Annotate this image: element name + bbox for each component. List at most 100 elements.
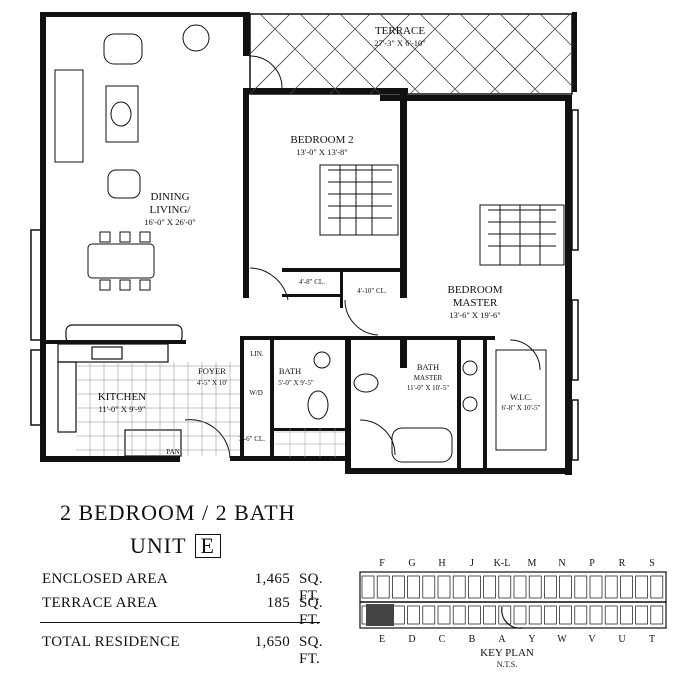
area-name: ENCLOSED AREA [42, 571, 168, 587]
key-plan-unit [650, 605, 664, 625]
door-swings [184, 55, 541, 459]
key-plan-unit [361, 575, 375, 599]
key-plan-letter: F [379, 558, 385, 569]
key-plan-building [359, 571, 667, 629]
bath-dims: 5'-0" X 9'-5" [278, 379, 314, 387]
closet-1-label: 4'-8" CL. [299, 278, 325, 286]
key-plan-unit [528, 575, 542, 599]
hall-tiles [275, 428, 345, 458]
area-name: TERRACE AREA [42, 595, 158, 611]
kitchen-dims: 11'-0" X 9'-9" [99, 404, 146, 414]
terrace-area [249, 13, 573, 95]
kitchen-tiles [76, 362, 240, 456]
key-plan-unit [452, 575, 466, 599]
key-plan-letter: Y [528, 634, 535, 645]
area-value: 1,650 [254, 634, 290, 650]
area-value: 1,465 [254, 571, 290, 587]
key-plan-unit [635, 575, 648, 599]
key-plan-unit [483, 605, 496, 625]
master-label-1: BEDROOM [447, 284, 502, 296]
key-plan-unit [650, 575, 664, 599]
washer-dryer-label: W/D [249, 389, 263, 397]
unit-code-box: E [194, 534, 221, 558]
key-plan-letter: E [379, 634, 385, 645]
key-plan-unit [422, 605, 436, 625]
key-plan-unit [392, 605, 405, 625]
key-plan-unit [422, 575, 436, 599]
terrace-dims: 27'-3" X 6'-10" [374, 38, 426, 48]
key-plan-unit [620, 575, 633, 599]
living-label: LIVING/ [150, 204, 192, 216]
key-plan-unit [498, 575, 512, 599]
key-plan-unit [574, 605, 588, 625]
wic-label: W.I.C. [510, 392, 532, 402]
unit-label: UNIT [130, 533, 187, 558]
key-plan-unit [392, 575, 405, 599]
key-plan-unit [376, 575, 390, 599]
key-plan-unit [589, 605, 603, 625]
key-plan-unit [635, 605, 648, 625]
key-plan-unit [407, 605, 420, 625]
key-plan-unit [528, 605, 542, 625]
key-plan-letter: H [438, 558, 445, 569]
master-label-2: MASTER [453, 297, 498, 309]
key-plan-unit [559, 605, 572, 625]
master-bed [479, 204, 565, 266]
key-plan-unit [589, 575, 603, 599]
kitchen-counter [57, 324, 183, 457]
foyer-dims: 4'-5" X 10' [197, 379, 227, 387]
key-plan-letter: A [498, 634, 506, 645]
key-plan-letter: R [619, 558, 626, 569]
key-plan-unit [604, 575, 618, 599]
wic-dims: 6'-8" X 10'-5" [502, 404, 541, 412]
area-unit: SQ. FT. [299, 595, 323, 628]
closet-3-label: 3'-6" CL. [239, 435, 265, 443]
key-plan-letter: M [528, 558, 537, 569]
key-plan-letter: U [618, 634, 626, 645]
key-plan-letter: J [470, 558, 474, 569]
windows [30, 109, 579, 461]
bedroom2-bed [319, 164, 399, 236]
area-name: TOTAL RESIDENCE [42, 634, 180, 650]
key-plan-letter: G [408, 558, 415, 569]
bath-master-label-2: MASTER [414, 374, 443, 382]
linen-label: LIN. [250, 350, 264, 358]
key-plan-unit [483, 575, 496, 599]
floor-plan: TERRACE 27'-3" X 6'-10" BEDROOM 2 13'-0"… [30, 12, 579, 475]
key-plan-unit [407, 575, 420, 599]
key-plan-letter: S [649, 558, 655, 569]
key-plan-letter: T [649, 634, 655, 645]
key-plan-unit [604, 605, 618, 625]
key-plan-title: KEY PLAN [480, 647, 534, 659]
key-plan-unit [574, 575, 588, 599]
interior-walls [46, 268, 495, 468]
key-plan-unit [452, 605, 466, 625]
bedroom2-label: BEDROOM 2 [290, 134, 353, 146]
key-plan-unit [544, 605, 557, 625]
key-plan-unit [544, 575, 557, 599]
key-plan-letter: B [469, 634, 476, 645]
pantry-label: PAN [166, 448, 179, 456]
exterior-walls [40, 12, 577, 475]
key-plan-highlight [366, 604, 394, 626]
dining-label: DINING [150, 191, 189, 203]
terrace-label: TERRACE [375, 25, 425, 37]
bath-master-label-1: BATH [417, 362, 439, 372]
key-plan-letter: K-L [494, 558, 511, 569]
master-dims: 13'-6" X 19'-6" [449, 310, 501, 320]
area-divider [40, 622, 320, 623]
key-plan-unit [559, 575, 572, 599]
key-plan-letter: W [557, 634, 567, 645]
closet-2-label: 4'-10" CL. [357, 287, 387, 295]
key-plan-top-letters: F G H J K-L M N P R S [379, 558, 655, 569]
dining-table [87, 231, 155, 291]
bedroom2-dims: 13'-0" X 13'-8" [296, 147, 348, 157]
unit-type-title: 2 BEDROOM / 2 BATH [60, 500, 296, 525]
key-plan-unit [468, 575, 481, 599]
area-unit: SQ. FT. [299, 634, 323, 667]
key-plan-unit [498, 605, 512, 625]
key-plan-letter: N [558, 558, 565, 569]
bath-fixtures [307, 349, 547, 463]
key-plan-letter: P [589, 558, 595, 569]
